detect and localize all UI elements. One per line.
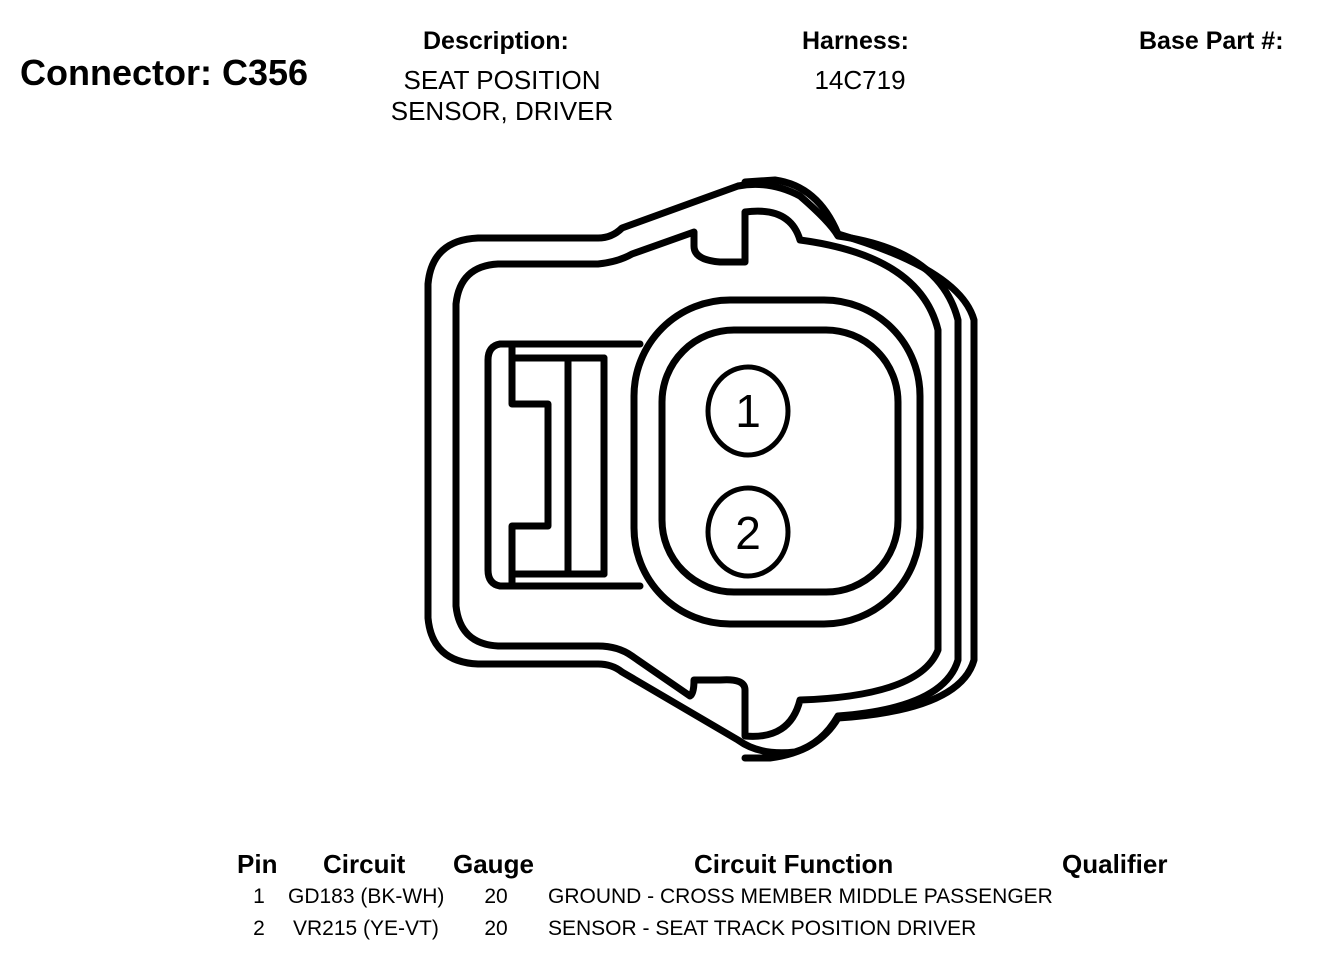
row-2-function: SENSOR - SEAT TRACK POSITION DRIVER [548, 917, 977, 940]
pin-cavity-outer [630, 296, 924, 628]
row-1-pin: 1 [253, 885, 265, 908]
description-value: SEAT POSITION SENSOR, DRIVER [362, 65, 642, 127]
harness-value: 14C719 [814, 65, 906, 95]
pin-1-label: 1 [735, 385, 761, 437]
latch-step [508, 340, 552, 590]
pin-2-circle [705, 485, 791, 579]
row-2-circuit: VR215 (YE-VT) [293, 917, 439, 940]
housing-inner [452, 207, 942, 740]
row-1-circuit: GD183 (BK-WH) [288, 885, 445, 908]
row-1-gauge: 20 [484, 885, 508, 908]
table-header-qualifier: Qualifier [1062, 849, 1168, 879]
connector-title: Connector: C356 [20, 52, 309, 93]
pin-cavity-inner [658, 326, 902, 596]
row-2-pin: 2 [253, 917, 265, 940]
description-line-2: SENSOR, DRIVER [390, 96, 614, 126]
row-1-function: GROUND - CROSS MEMBER MIDDLE PASSENGER [548, 885, 1053, 908]
description-line-1: SEAT POSITION [403, 65, 601, 95]
row-2-gauge: 20 [484, 917, 508, 940]
description-heading: Description: [423, 27, 569, 55]
table-header-pin: Pin [237, 849, 278, 879]
table-header-function: Circuit Function [694, 849, 894, 879]
table-header-circuit: Circuit [323, 849, 406, 879]
pin-1-circle [705, 364, 791, 458]
latch-tab [484, 340, 644, 590]
harness-heading: Harness: [802, 27, 909, 55]
table-header-gauge: Gauge [453, 849, 534, 879]
pin-2-label: 2 [735, 507, 761, 559]
base-part-heading: Base Part #: [1139, 27, 1284, 55]
housing-outer [424, 180, 962, 757]
